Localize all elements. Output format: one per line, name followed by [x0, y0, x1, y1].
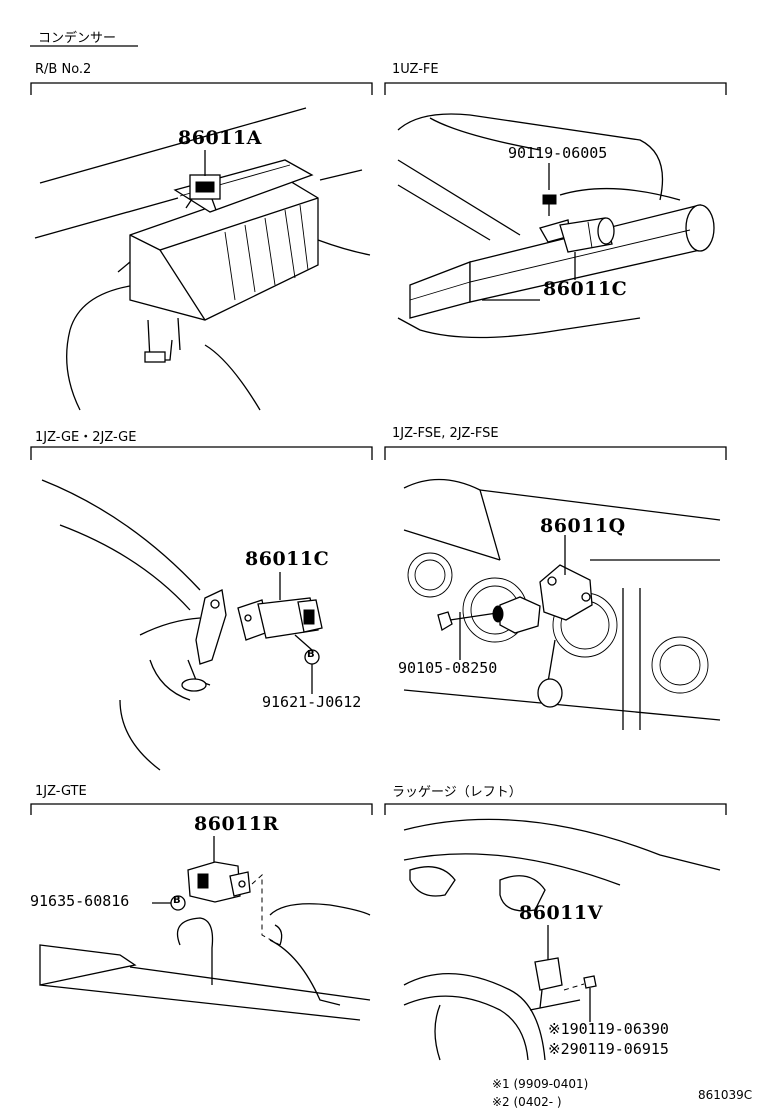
engine-1jz-fse-illustration [403, 478, 721, 730]
relay-block-illustration [34, 107, 371, 411]
section-label-1uz-fe: 1UZ-FE [392, 62, 439, 77]
section-label-rb-no2: R/B No.2 [35, 62, 92, 77]
part-86011v-label: 86011V [519, 902, 603, 924]
drawing-code: 861039C [698, 1088, 753, 1102]
b-marker-1jz-ge: B [307, 649, 315, 660]
engine-1jz-gte-illustration [39, 836, 371, 1021]
bolt-90119-06005-label: 90119-06005 [508, 144, 608, 162]
engine-1jz-ge-illustration [41, 479, 323, 771]
part-86011q-label: 86011Q [540, 515, 626, 537]
b-marker-circle-1jz-gte [170, 895, 186, 911]
engine-1uz-fe-illustration [397, 113, 715, 339]
bolt-90119-06390-label: ※190119-06390 [548, 1020, 669, 1038]
luggage-left-illustration [403, 818, 721, 1061]
section-brackets [30, 82, 727, 815]
footnote-1: ※1 (9909-0401) [492, 1077, 589, 1091]
section-label-1jz-fse: 1JZ-FSE, 2JZ-FSE [392, 426, 499, 441]
bolt-91635-60816-label: 91635-60816 [30, 892, 130, 910]
bolt-90119-06915-label: ※290119-06915 [548, 1040, 669, 1058]
bolt-91621-j0612-label: 91621-J0612 [262, 693, 362, 711]
part-86011c-label: 86011C [543, 278, 628, 300]
part-86011r-label: 86011R [194, 813, 279, 835]
part-86011a-label: 86011A [178, 127, 262, 149]
bolt-90105-08250-label: 90105-08250 [398, 659, 498, 677]
diagram-title: コンデンサー [38, 31, 117, 46]
section-label-1jz-ge: 1JZ-GE・2JZ-GE [35, 430, 137, 445]
section-label-1jz-gte: 1JZ-GTE [35, 784, 87, 799]
b-marker-1jz-gte: B [173, 895, 181, 906]
b-marker-circle-1jz-ge [304, 649, 320, 665]
section-label-luggage-left: ラッゲージ（レフト） [392, 785, 522, 800]
part-86011c-1jz-ge-label: 86011C [245, 548, 330, 570]
footnote-2: ※2 (0402- ) [492, 1095, 562, 1109]
